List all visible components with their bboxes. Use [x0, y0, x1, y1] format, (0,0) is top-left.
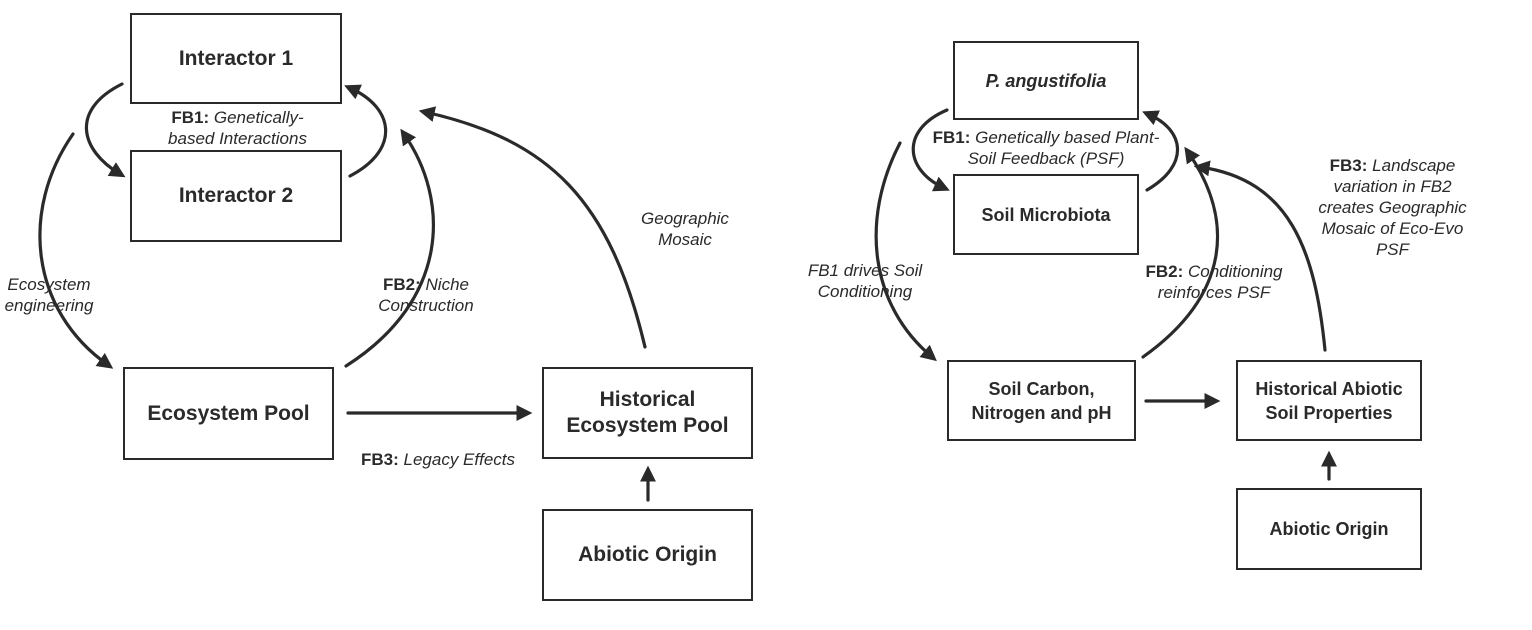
arrow-interactor1-to-ecosystem-pool	[38, 132, 114, 369]
ecosystem-engineering-label: Ecosystem engineering	[4, 275, 94, 315]
arrow-interactor1-to-interactor2	[84, 82, 126, 178]
fb2-label-right: FB2: Conditioning reinforces PSF	[1143, 261, 1285, 303]
interactor-1-box: Interactor 1	[130, 13, 342, 104]
abiotic-origin-label-left: Abiotic Origin	[578, 543, 717, 566]
p-angustifolia-label: P. angustifolia	[985, 70, 1107, 91]
fb3-tag-left: FB3:	[360, 450, 399, 469]
soil-carbon-nitrogen-ph-box: Soil Carbon, Nitrogen and pH	[947, 360, 1136, 441]
fb1-label-right: FB1: Genetically based Plant-Soil Feedba…	[924, 127, 1168, 169]
arrow-ecosystem-pool-to-interactor2	[344, 128, 435, 368]
fb1-label-left: FB1: Genetically-based Interactions	[150, 107, 325, 149]
fb1-text-left: Genetically-based Interactions	[168, 108, 307, 148]
arrow-interactor2-to-interactor1	[344, 84, 388, 178]
arrow-soil-microbiota-to-plant	[1142, 110, 1180, 192]
soil-microbiota-label: Soil Microbiota	[981, 204, 1111, 225]
fb3-text-left: Legacy Effects	[403, 450, 516, 469]
interactor-2-box: Interactor 2	[130, 150, 342, 242]
historical-abiotic-soil-properties-label: Historical Abiotic Soil Properties	[1255, 378, 1403, 423]
fb3-text-right: Landscape variation in FB2 creates Geogr…	[1318, 156, 1467, 259]
arrow-soil-cnph-to-plant	[1141, 146, 1220, 359]
abiotic-origin-label-right: Abiotic Origin	[1269, 519, 1389, 539]
abiotic-origin-box-right: Abiotic Origin	[1236, 488, 1422, 570]
historical-abiotic-soil-properties-box: Historical Abiotic Soil Properties	[1236, 360, 1422, 441]
soil-microbiota-box: Soil Microbiota	[953, 174, 1139, 255]
fb2-text-left: Niche Construction	[378, 275, 474, 315]
fb3-tag-right: FB3:	[1329, 156, 1368, 175]
historical-ecosystem-pool-label: Historical Ecosystem Pool	[566, 388, 729, 437]
abiotic-origin-box-left: Abiotic Origin	[542, 509, 753, 601]
fb3-label-right: FB3: Landscape variation in FB2 creates …	[1310, 155, 1475, 260]
fb2-text-right: Conditioning reinforces PSF	[1157, 262, 1283, 302]
arrow-historical-abiotic-to-plant	[1193, 160, 1327, 352]
fb2-tag-left: FB2:	[383, 275, 421, 294]
fb3-label-left: FB3: Legacy Effects	[348, 449, 528, 470]
arrow-plant-to-soil-cnph	[874, 141, 937, 362]
p-angustifolia-box: P. angustifolia	[953, 41, 1139, 120]
interactor-2-label: Interactor 2	[178, 184, 294, 207]
ecosystem-pool-label: Ecosystem Pool	[147, 401, 310, 425]
fb2-label-left: FB2: Niche Construction	[368, 274, 484, 316]
geographic-mosaic-label: Geographic Mosaic	[641, 209, 729, 249]
historical-ecosystem-pool-box: Historical Ecosystem Pool	[542, 367, 753, 459]
arrow-historical-to-interactor1	[418, 106, 647, 349]
arrow-plant-to-soil-microbiota	[911, 108, 950, 192]
fb1-tag-left: FB1:	[171, 108, 210, 127]
fb2-tag-right: FB2:	[1145, 262, 1184, 281]
interactor-1-label: Interactor 1	[178, 46, 294, 70]
fb1-drives-soil-conditioning-label: FB1 drives Soil Conditioning	[807, 261, 923, 301]
ecosystem-pool-box: Ecosystem Pool	[123, 367, 334, 460]
fb1-text-right: Genetically based Plant-Soil Feedback (P…	[967, 128, 1160, 168]
fb1-tag-right: FB1:	[932, 128, 971, 147]
soil-carbon-nitrogen-ph-label: Soil Carbon, Nitrogen and pH	[971, 378, 1112, 423]
